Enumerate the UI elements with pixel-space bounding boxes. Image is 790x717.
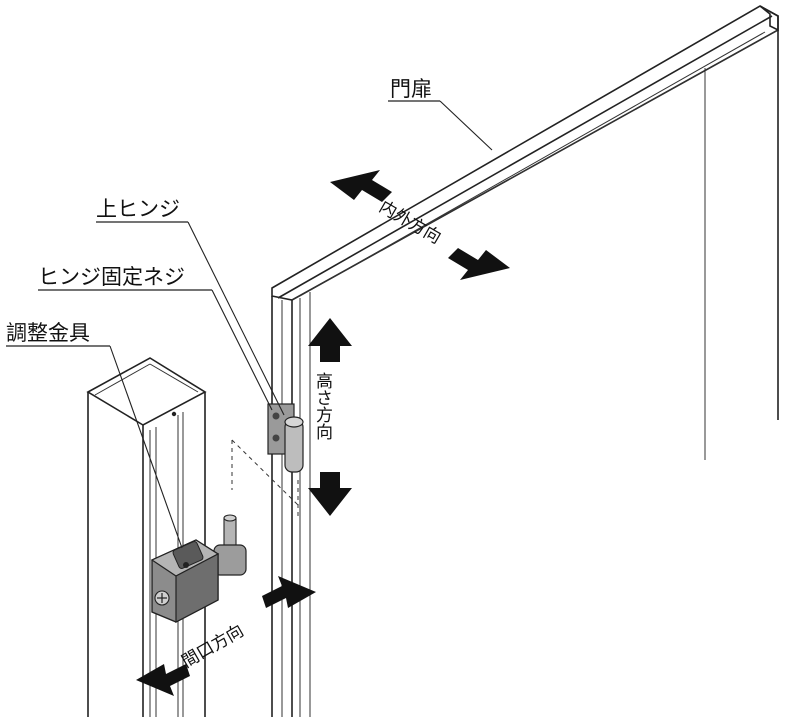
label-height-direction: 高さ方向 — [312, 372, 333, 440]
label-frontage-direction: 間口方向 — [179, 621, 248, 672]
frontage-arrow — [136, 576, 316, 696]
label-upper-hinge: 上ヒンジ — [96, 197, 180, 221]
in-out-arrow — [330, 170, 510, 280]
upper-hinge — [267, 403, 304, 473]
height-arrow — [308, 318, 352, 516]
adjustment-bracket — [150, 514, 247, 623]
label-gate-door: 門扉 — [390, 77, 432, 101]
label-adjust-bracket: 調整金具 — [6, 321, 90, 345]
alignment-guide — [231, 439, 299, 520]
leader-lines — [6, 100, 493, 549]
label-hinge-screw: ヒンジ固定ネジ — [38, 265, 185, 289]
gate-door-frame — [271, 5, 779, 717]
